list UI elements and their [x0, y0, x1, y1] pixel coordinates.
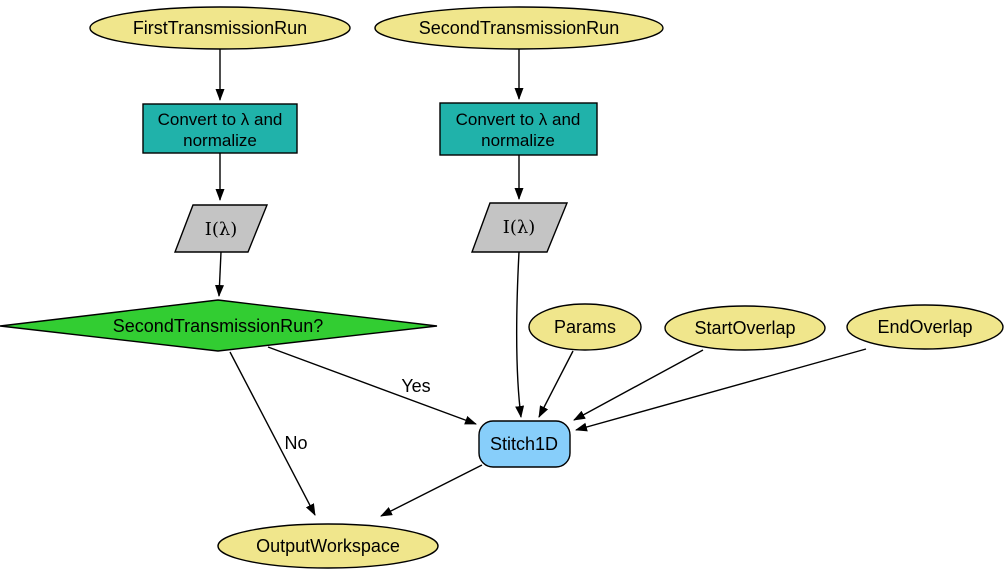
decision-diamond	[0, 299, 438, 352]
convert-second-label-line2: normalize	[481, 131, 555, 150]
convert-first-box	[142, 103, 298, 154]
stitch1d-label: Stitch1D	[490, 434, 558, 454]
node-end-overlap: EndOverlap	[846, 304, 1004, 350]
node-intensity-second: I(λ)	[470, 202, 569, 253]
start-overlap-label: StartOverlap	[694, 318, 795, 338]
params-label: Params	[554, 317, 616, 337]
convert-first-label-line2: normalize	[183, 131, 257, 150]
intensity-second-label: I(λ)	[503, 217, 536, 238]
intensity-first-parallelogram	[173, 204, 269, 253]
node-second-transmission-run: SecondTransmissionRun	[374, 6, 664, 50]
node-stitch1d: Stitch1D	[478, 420, 571, 468]
convert-first-label-line1: Convert to λ and	[158, 110, 283, 129]
edge-end-overlap-to-stitch	[575, 348, 867, 432]
decision-label: SecondTransmissionRun?	[113, 316, 323, 336]
end-overlap-ellipse	[846, 304, 1004, 350]
output-workspace-label: OutputWorkspace	[256, 536, 400, 556]
node-decision-second-transmission-run: SecondTransmissionRun?	[0, 299, 438, 352]
start-overlap-ellipse	[664, 305, 826, 351]
node-params: Params	[528, 303, 642, 351]
output-workspace-ellipse	[217, 523, 439, 569]
edge-decision-no-to-output	[229, 351, 316, 516]
edge-intensity-second-to-stitch	[515, 251, 525, 418]
edge-start-overlap-to-stitch	[573, 349, 704, 421]
node-start-overlap: StartOverlap	[664, 305, 826, 351]
edge-params-to-stitch	[538, 350, 574, 418]
node-first-transmission-run: FirstTransmissionRun	[89, 6, 351, 50]
convert-second-label-line1: Convert to λ and	[456, 110, 581, 129]
first-transmission-run-ellipse	[89, 6, 351, 50]
first-transmission-run-label: FirstTransmissionRun	[133, 18, 307, 38]
edge-label-yes: Yes	[401, 376, 430, 396]
intensity-second-parallelogram	[470, 202, 569, 253]
intensity-first-label: I(λ)	[205, 219, 238, 240]
node-output-workspace: OutputWorkspace	[217, 523, 439, 569]
edge-intensity-first-to-decision	[215, 251, 224, 297]
second-transmission-run-label: SecondTransmissionRun	[419, 18, 619, 38]
node-convert-second: Convert to λ and normalize	[439, 102, 598, 156]
end-overlap-label: EndOverlap	[877, 317, 972, 337]
second-transmission-run-ellipse	[374, 6, 664, 50]
stitch1d-rounded-box	[478, 420, 571, 468]
convert-second-box	[439, 102, 598, 156]
edge-decision-yes-to-stitch	[267, 346, 477, 425]
node-intensity-first: I(λ)	[173, 204, 269, 253]
node-convert-first: Convert to λ and normalize	[142, 103, 298, 154]
params-ellipse	[528, 303, 642, 351]
edge-stitch-to-output	[380, 464, 483, 517]
edge-label-no: No	[284, 433, 307, 453]
